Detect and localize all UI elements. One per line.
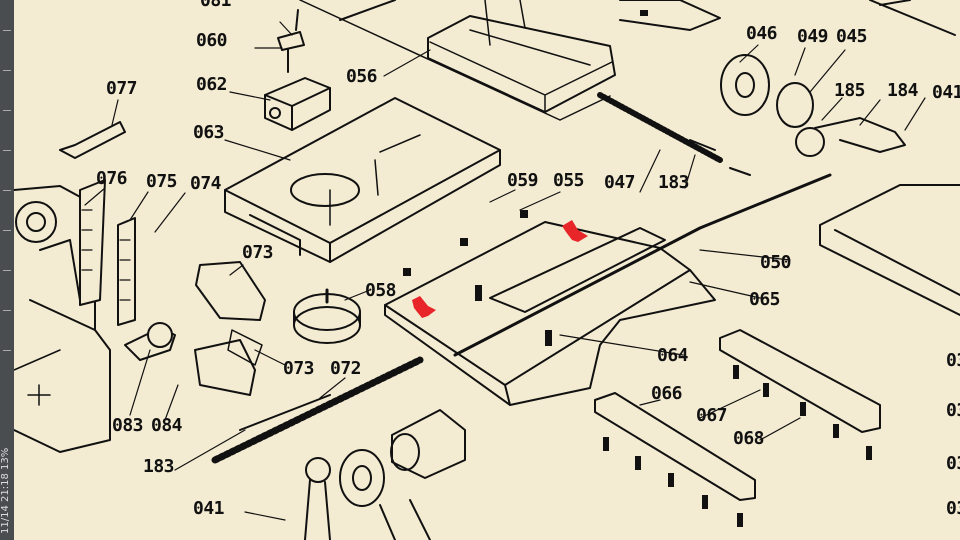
part-label-077: 077 — [106, 78, 138, 99]
part-label-076: 076 — [96, 168, 128, 189]
gib-strip-066 — [594, 392, 756, 501]
part-label-060: 060 — [196, 30, 228, 51]
part-label-062: 062 — [196, 74, 228, 95]
compound-rest — [224, 97, 501, 263]
cross-slide — [384, 221, 716, 406]
part-label-067: 067 — [696, 405, 728, 426]
part-label-059: 059 — [507, 170, 539, 191]
upper-slide — [339, 0, 616, 113]
bracket-073 — [195, 261, 266, 321]
part-label-055: 055 — [553, 170, 585, 191]
part-label-083: 083 — [112, 415, 144, 436]
part-label-084: 084 — [151, 415, 183, 436]
dial-045 — [776, 82, 814, 128]
gib-strip-065 — [719, 329, 881, 433]
viewer-status-text: 11/14 21:18 13% — [0, 447, 11, 534]
viewer-side-strip — [0, 0, 14, 540]
part-label-063: 063 — [193, 122, 225, 143]
part-label-041-right: 041 — [932, 82, 960, 103]
dial-046 — [720, 54, 770, 116]
dial-bottom — [339, 449, 385, 507]
part-label-047: 047 — [604, 172, 636, 193]
part-label-183-left: 183 — [143, 456, 175, 477]
part-label-041-left: 041 — [193, 498, 225, 519]
part-label-183-right: 183 — [658, 172, 690, 193]
part-label-edge-1: 03 — [946, 350, 960, 371]
part-label-075: 075 — [146, 171, 178, 192]
part-label-046: 046 — [746, 23, 778, 44]
part-label-058: 058 — [365, 280, 397, 301]
part-label-065: 065 — [749, 289, 781, 310]
part-label-081: 081 — [200, 0, 232, 11]
part-label-185: 185 — [834, 80, 866, 101]
part-label-050: 050 — [760, 252, 792, 273]
part-label-066: 066 — [651, 383, 683, 404]
part-label-045: 045 — [836, 26, 868, 47]
red-marker-top — [562, 220, 588, 242]
handwheel — [15, 201, 57, 243]
part-label-064: 064 — [657, 345, 689, 366]
red-marker-left — [412, 296, 436, 318]
part-label-edge-4: 03 — [946, 498, 960, 519]
part-label-056: 056 — [346, 66, 378, 87]
part-label-edge-3: 03 — [946, 453, 960, 474]
part-label-073-lower: 073 — [283, 358, 315, 379]
part-label-074: 074 — [190, 173, 222, 194]
part-label-072: 072 — [330, 358, 362, 379]
part-label-edge-2: 03 — [946, 400, 960, 421]
part-label-073-upper: 073 — [242, 242, 274, 263]
part-label-068: 068 — [733, 428, 765, 449]
part-label-049: 049 — [797, 26, 829, 47]
part-label-184: 184 — [887, 80, 919, 101]
shaft-072 — [211, 356, 424, 464]
